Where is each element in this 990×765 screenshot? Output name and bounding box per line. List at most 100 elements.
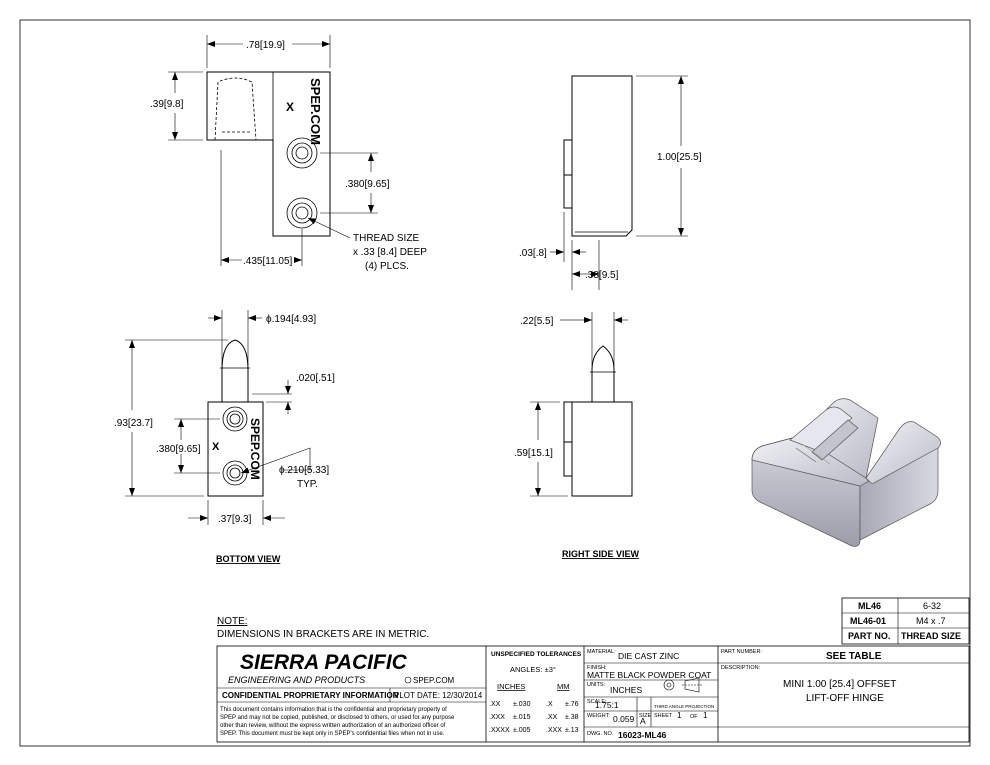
- part-row-2-thread: M4 x .7: [916, 616, 946, 626]
- tol-mm-2-k: .XX: [546, 714, 558, 721]
- side-gap-metric: .8: [536, 248, 545, 259]
- part-row-1-part: ML46: [858, 601, 881, 611]
- of-label: OF: [690, 714, 698, 720]
- svg-text:.020[.51]: .020[.51]: [296, 373, 335, 384]
- sheet-label: SHEET: [654, 713, 673, 719]
- front-spacing-dim: .380: [345, 179, 365, 190]
- right-pin-dim: .22: [520, 316, 534, 327]
- note-title: NOTE:: [217, 616, 248, 627]
- tol-inches-head: INCHES: [497, 682, 525, 691]
- svg-text:ϕ.210[5.33]: ϕ.210[5.33]: [279, 465, 329, 476]
- weight-label: WEIGHT:: [587, 713, 610, 719]
- bottom-view-label: BOTTOM VIEW: [216, 554, 281, 564]
- company-website: SPEP.COM: [413, 676, 455, 685]
- tol-mm-head: MM: [557, 682, 570, 691]
- svg-text:.78[19.9]: .78[19.9]: [246, 40, 285, 51]
- thread-note-3: (4) PLCS.: [365, 261, 409, 272]
- bottom-overall-metric: 23.7: [131, 418, 151, 429]
- thread-note-2: x .33 [8.4] DEEP: [353, 247, 427, 258]
- part-row-2-part: ML46-01: [850, 616, 886, 626]
- tol-angles: ANGLES: ±3°: [510, 665, 556, 674]
- svg-text:.39[9.8]: .39[9.8]: [150, 99, 184, 110]
- bottom-width-metric: 9.3: [235, 514, 249, 525]
- front-mark: X: [286, 100, 294, 114]
- tol-mm-1-k: .X: [546, 701, 553, 708]
- finish-label: FINISH:: [587, 665, 607, 671]
- sheet-value: 1: [677, 711, 682, 720]
- part-table: ML46 6-32 ML46-01 M4 x .7 PART NO. THREA…: [841, 597, 970, 645]
- scale-value: 1.75:1: [595, 700, 619, 710]
- bottom-brand-text: SPEP.COM: [248, 418, 262, 480]
- dwg-label: DWG. NO.: [587, 731, 614, 737]
- units-label: UNITS:: [587, 682, 606, 688]
- bottom-mark: X: [212, 441, 220, 453]
- company-name: SIERRA PACIFIC: [240, 651, 408, 674]
- size-value: A: [640, 716, 646, 726]
- dwg-number: 16023-ML46: [618, 730, 666, 740]
- front-offset-metric: 11.05: [265, 256, 290, 267]
- side-depth-metric: 9.5: [602, 270, 616, 281]
- tol-title: UNSPECIFIED TOLERANCES: [491, 651, 582, 658]
- bottom-pin-dia-metric: 4.93: [294, 314, 314, 325]
- isometric-view: [751, 398, 941, 547]
- front-height-dim: .39: [150, 99, 164, 110]
- partnumber-value: SEE TABLE: [826, 651, 882, 662]
- scale-label: SCALE:: [587, 699, 607, 705]
- svg-text:.03[.8]: .03[.8]: [519, 248, 547, 259]
- tol-in-2-v: ±.015: [513, 714, 531, 721]
- part-header-thread: THREAD SIZE: [901, 631, 961, 641]
- sheet-total: 1: [703, 711, 708, 720]
- front-width-metric: 19.9: [263, 40, 283, 51]
- finish-value: MATTE BLACK POWDER COAT: [587, 670, 711, 680]
- svg-text:.XXXX±.005: .XXXX±.005: [489, 727, 531, 734]
- material-value: DIE CAST ZINC: [618, 651, 679, 661]
- svg-text:.XX±.030: .XX ±.030: [489, 701, 531, 708]
- svg-text:.59[15.1]: .59[15.1]: [514, 448, 553, 459]
- svg-text:.435[11.05]: .435[11.05]: [243, 256, 293, 267]
- tol-in-3-v: ±.005: [513, 727, 531, 734]
- bottom-spacing-metric: 9.65: [178, 444, 198, 455]
- tol-mm-1-v: ±.76: [565, 701, 579, 708]
- bottom-hole-dia-dim: .210: [285, 465, 305, 476]
- projection-symbol-icon: [663, 679, 675, 691]
- sheet-border: [19, 19, 971, 747]
- bottom-pin-dia-dim: .194: [272, 314, 292, 325]
- svg-text:1.00[25.5]: 1.00[25.5]: [657, 152, 702, 163]
- size-label: SIZE: [639, 713, 652, 719]
- tol-mm-3-v: ±.13: [565, 727, 579, 734]
- svg-text:.X±.76: .X ±.76: [546, 701, 579, 708]
- side-height-dim: 1.00: [657, 152, 677, 163]
- material-label: MATERIAL:: [587, 649, 616, 655]
- svg-text:.37[9.3]: .37[9.3]: [218, 514, 252, 525]
- company-sub: ENGINEERING AND PRODUCTS: [228, 675, 365, 685]
- bottom-step-dim: .020: [296, 373, 316, 384]
- description-line-2: LIFT-OFF HINGE: [806, 693, 884, 704]
- right-side-view-label: RIGHT SIDE VIEW: [562, 549, 640, 559]
- disclaimer-line-2: SPEP and may not be copied, published, o…: [220, 715, 455, 721]
- svg-text:.380[9.65]: .380[9.65]: [345, 179, 390, 190]
- side-view: 1.00[25.5] .03[.8] .38[9.5]: [519, 75, 702, 290]
- tol-in-1-k: .XX: [489, 701, 501, 708]
- weight-value: 0.059: [613, 714, 635, 724]
- bottom-overall-dim: .93: [114, 418, 128, 429]
- svg-text:.93[23.7]: .93[23.7]: [114, 418, 153, 429]
- svg-text:.380[9.65]: .380[9.65]: [156, 444, 201, 455]
- part-row-1-thread: 6-32: [923, 601, 941, 611]
- tol-in-1-v: ±.030: [513, 701, 531, 708]
- front-view: SPEP.COM X .78[19.9] .39[9.8] .380[9.65]…: [150, 35, 427, 272]
- description-label: DESCRIPTION:: [721, 665, 761, 671]
- confidential-label: CONFIDENTIAL PROPRIETARY INFORMATION: [222, 691, 399, 700]
- bottom-spacing-dim: .380: [156, 444, 176, 455]
- svg-text:.XXX±.015: .XXX±.015: [489, 714, 531, 721]
- front-height-metric: 9.8: [167, 99, 181, 110]
- bottom-hole-dia-metric: 5.33: [307, 465, 327, 476]
- description-line-1: MINI 1.00 [25.4] OFFSET: [783, 679, 896, 690]
- svg-text:.22[5.5]: .22[5.5]: [520, 316, 554, 327]
- disclaimer-line-4: SPEP. This document must be kept only in…: [220, 731, 445, 737]
- disclaimer-line-1: This document contains information that …: [220, 707, 447, 713]
- bottom-view: SPEP.COM X ϕ.194[4.93] .020[.51] .93[23.…: [114, 310, 335, 564]
- projection-label: THIRD ANGLE PROJECTION: [654, 704, 714, 709]
- side-gap-dim: .03: [519, 248, 533, 259]
- plot-date: PLOT DATE: 12/30/2014: [394, 691, 483, 700]
